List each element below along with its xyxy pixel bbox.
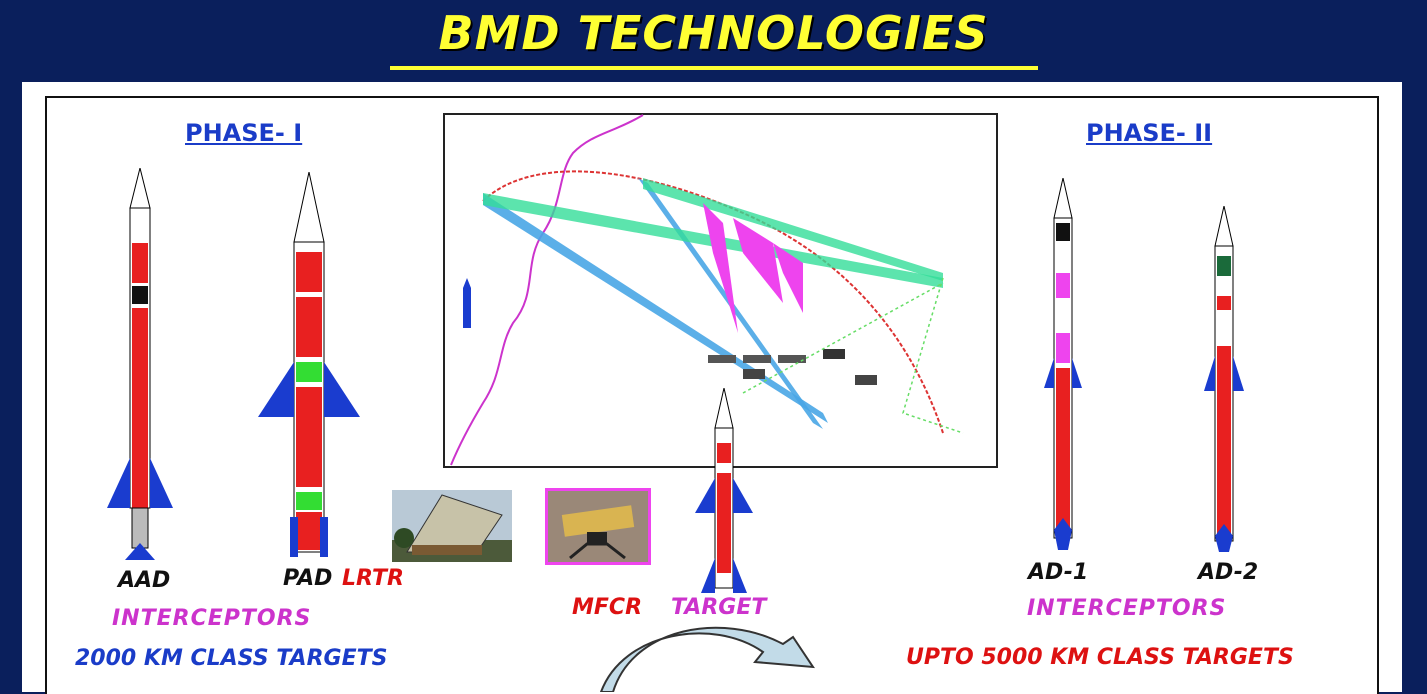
ad2-label: AD-2 xyxy=(1198,560,1259,585)
radar-icon xyxy=(545,488,651,565)
phase1-heading: PHASE- I xyxy=(185,119,303,147)
target-missile xyxy=(695,388,753,593)
phase2-heading: PHASE- II xyxy=(1086,119,1213,147)
radar-building-icon xyxy=(392,490,512,562)
phase1-interceptors-label: INTERCEPTORS xyxy=(112,606,312,631)
phase1-targets-label: 2000 KM CLASS TARGETS xyxy=(75,646,388,671)
phase2-targets-label: UPTO 5000 KM CLASS TARGETS xyxy=(906,645,1294,670)
aad-label: AAD xyxy=(118,568,171,593)
pad-missile xyxy=(258,172,360,557)
title-underline xyxy=(390,66,1038,70)
lrtr-label: LRTR xyxy=(342,566,404,591)
target-label: TARGET xyxy=(671,595,767,620)
pad-label: PAD xyxy=(283,566,333,591)
curved-arrow-icon xyxy=(599,626,815,692)
aad-missile xyxy=(107,168,173,560)
ad1-missile xyxy=(1044,178,1082,550)
phase2-interceptors-label: INTERCEPTORS xyxy=(1027,596,1227,621)
page-title: BMD TECHNOLOGIES xyxy=(438,6,989,60)
mfcr-label: MFCR xyxy=(572,595,643,620)
ad2-missile xyxy=(1204,206,1244,552)
ad1-label: AD-1 xyxy=(1028,560,1089,585)
